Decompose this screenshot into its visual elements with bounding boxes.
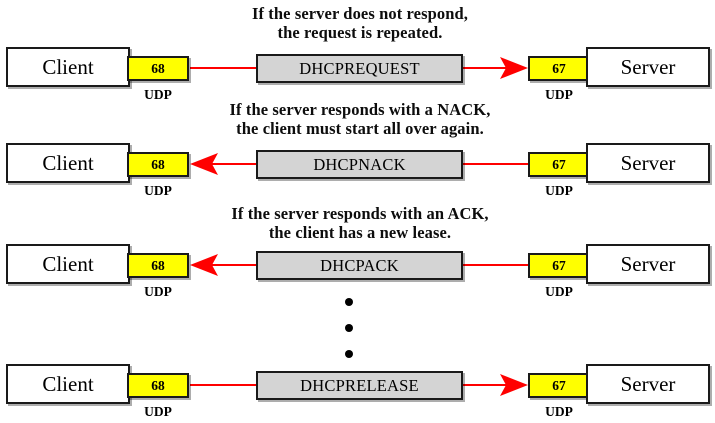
client-transport-label: UDP bbox=[144, 284, 172, 299]
message-box-dhcprelease: DHCPRELEASE bbox=[256, 371, 463, 400]
caption-ack: If the server responds with an ACK, the … bbox=[140, 204, 580, 242]
exchange-row-dhcpnack: Client 68 UDP DHCPNACK 67 UDP Server bbox=[0, 143, 715, 203]
client-box: Client bbox=[6, 143, 130, 183]
server-port-badge: 67 bbox=[528, 56, 590, 81]
message-box-dhcpack: DHCPACK bbox=[256, 251, 463, 280]
client-box: Client bbox=[6, 364, 130, 404]
exchange-row-dhcprelease: Client 68 UDP DHCPRELEASE 67 UDP Server bbox=[0, 364, 715, 423]
server-port-badge: 67 bbox=[528, 373, 590, 398]
caption-nack-line2: the client must start all over again. bbox=[236, 119, 484, 138]
caption-ack-line2: the client has a new lease. bbox=[268, 223, 452, 242]
client-port-badge: 68 bbox=[127, 152, 189, 177]
exchange-row-dhcprequest: Client 68 UDP DHCPREQUEST 67 UDP Server bbox=[0, 47, 715, 107]
caption-nack: If the server responds with a NACK, the … bbox=[140, 100, 580, 138]
caption-timeout: If the server does not respond, the requ… bbox=[140, 4, 580, 42]
connector-dhcpnack-left-arrow bbox=[190, 153, 528, 175]
server-port-badge: 67 bbox=[528, 152, 590, 177]
continuation-ellipsis bbox=[0, 296, 715, 366]
client-box: Client bbox=[6, 47, 130, 87]
server-box: Server bbox=[586, 143, 710, 183]
message-box-dhcpnack: DHCPNACK bbox=[256, 150, 463, 179]
client-transport-label: UDP bbox=[144, 87, 172, 102]
connector-dhcprequest-right-arrow bbox=[190, 57, 528, 79]
connector-dhcprelease-right-arrow bbox=[190, 374, 528, 396]
ellipsis-dot bbox=[345, 350, 353, 358]
exchange-row-dhcpack: Client 68 UDP DHCPACK 67 UDP Server bbox=[0, 244, 715, 304]
server-transport-label: UDP bbox=[545, 183, 573, 198]
caption-nack-line1: If the server responds with a NACK, bbox=[229, 100, 491, 119]
client-box: Client bbox=[6, 244, 130, 284]
message-box-dhcprequest: DHCPREQUEST bbox=[256, 54, 463, 83]
client-transport-label: UDP bbox=[144, 183, 172, 198]
server-transport-label: UDP bbox=[545, 284, 573, 299]
server-box: Server bbox=[586, 244, 710, 284]
ellipsis-dot bbox=[345, 324, 353, 332]
connector-dhcpack-left-arrow bbox=[190, 254, 528, 276]
client-port-badge: 68 bbox=[127, 56, 189, 81]
server-port-badge: 67 bbox=[528, 253, 590, 278]
client-transport-label: UDP bbox=[144, 404, 172, 419]
server-box: Server bbox=[586, 364, 710, 404]
caption-timeout-line2: the request is repeated. bbox=[277, 23, 443, 42]
server-transport-label: UDP bbox=[545, 87, 573, 102]
caption-timeout-line1: If the server does not respond, bbox=[251, 4, 469, 23]
server-transport-label: UDP bbox=[545, 404, 573, 419]
ellipsis-dot bbox=[345, 298, 353, 306]
server-box: Server bbox=[586, 47, 710, 87]
client-port-badge: 68 bbox=[127, 373, 189, 398]
caption-ack-line1: If the server responds with an ACK, bbox=[231, 204, 489, 223]
client-port-badge: 68 bbox=[127, 253, 189, 278]
